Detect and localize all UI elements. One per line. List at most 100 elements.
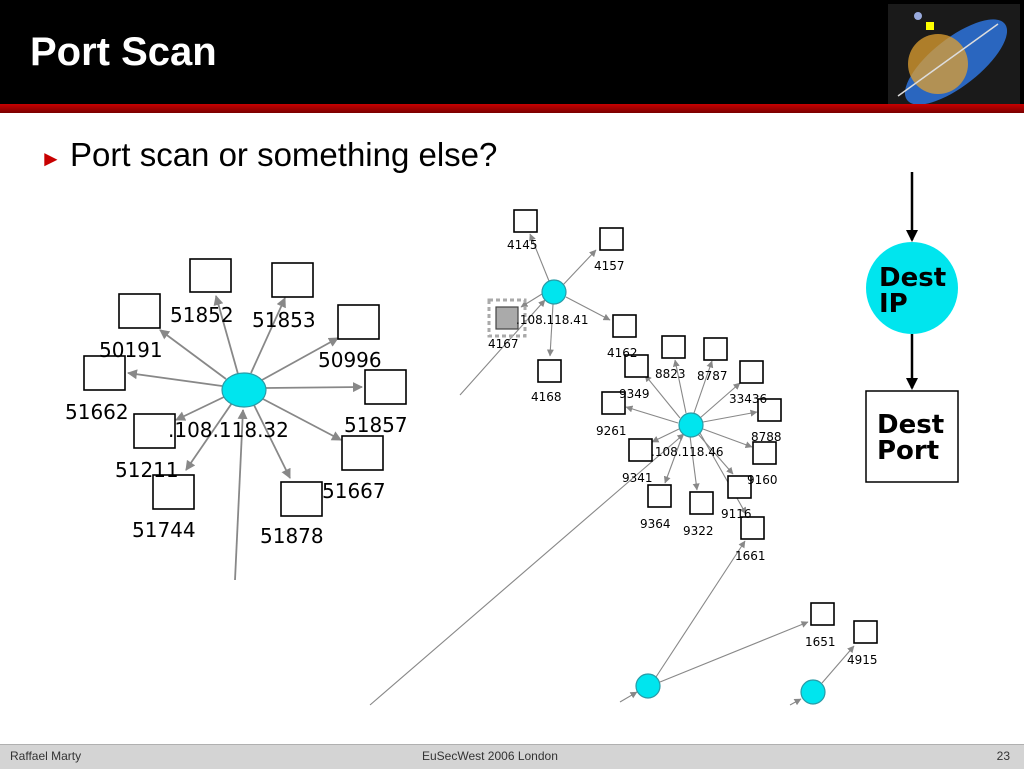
edge — [175, 396, 225, 421]
incoming-edge — [369, 433, 685, 706]
port-label: 9364 — [640, 517, 671, 531]
dest-ip-node — [221, 372, 267, 408]
port-label: 33436 — [729, 392, 767, 406]
port-node — [133, 413, 176, 449]
edge — [520, 293, 543, 308]
incoming-edge — [234, 409, 248, 581]
port-label: 51857 — [344, 413, 408, 437]
port-label: 9116 — [721, 507, 752, 521]
incoming-edge — [459, 299, 546, 396]
edge — [693, 360, 714, 414]
port-node — [727, 475, 752, 499]
edge — [655, 540, 746, 678]
right-graph: 4145 4157 4167 4162 4168 .108.118.41 882… — [369, 209, 878, 706]
left-graph: 51852 51853 50191 50996 51662 51857 5121… — [65, 258, 408, 581]
port-label: 4162 — [607, 346, 638, 360]
edge — [561, 249, 597, 287]
port-label: 51878 — [260, 524, 324, 548]
port-label: 51744 — [132, 518, 196, 542]
port-label: 8788 — [751, 430, 782, 444]
port-label: 4145 — [507, 238, 538, 252]
edge — [702, 409, 758, 423]
port-label: 9349 — [619, 387, 650, 401]
edge — [529, 233, 550, 282]
edge — [702, 428, 753, 449]
port-node — [853, 620, 878, 644]
header-bar — [0, 0, 1024, 104]
page-number: 23 — [996, 749, 1010, 763]
port-node — [739, 360, 764, 384]
edge — [821, 645, 855, 684]
port-node — [752, 441, 777, 465]
port-label: 51662 — [65, 400, 129, 424]
port-label: 9261 — [596, 424, 627, 438]
dest-ip-node — [635, 673, 661, 699]
port-label: 50996 — [318, 348, 382, 372]
edge — [213, 295, 239, 375]
dest-ip-node — [800, 679, 826, 705]
footer-event: EuSecWest 2006 London — [422, 749, 558, 763]
port-node — [341, 435, 384, 471]
port-node — [810, 602, 835, 626]
port-label: 51852 — [170, 303, 234, 327]
legend-dest-port-line2: Port — [877, 436, 939, 466]
edge — [265, 382, 363, 393]
edge — [644, 374, 681, 419]
edge — [672, 359, 687, 414]
edge — [261, 337, 339, 381]
port-node — [757, 398, 782, 422]
legend-dest-port-node — [865, 390, 959, 483]
edge — [659, 621, 809, 683]
port-node — [628, 438, 653, 462]
selection-marker — [487, 298, 527, 338]
port-label: 8823 — [655, 367, 686, 381]
port-label: 4167 — [488, 337, 519, 351]
port-node — [703, 337, 728, 361]
footer-bar: Raffael Marty EuSecWest 2006 London 23 — [0, 744, 1024, 769]
legend-dest-ip-line2: IP — [879, 289, 908, 319]
edge — [253, 404, 291, 479]
ip-label: .108.118.32 — [168, 418, 289, 442]
edge — [159, 329, 227, 380]
port-node — [689, 491, 714, 515]
port-label: 1661 — [735, 549, 766, 563]
port-node — [599, 227, 624, 251]
port-node — [280, 481, 323, 517]
edge — [546, 303, 554, 357]
edge — [565, 296, 611, 321]
port-label: 9160 — [747, 473, 778, 487]
edge — [625, 405, 679, 424]
port-label: 51667 — [322, 479, 386, 503]
legend-dest-ip-node — [866, 242, 958, 334]
graph-canvas: 51852 51853 50191 50996 51662 51857 5121… — [65, 172, 959, 706]
edge — [663, 433, 684, 484]
port-label: 4157 — [594, 259, 625, 273]
incoming-edge — [619, 691, 638, 703]
edge — [262, 398, 342, 441]
dest-ip-node — [541, 279, 567, 305]
satellite-dish-logo — [888, 4, 1020, 104]
edge — [127, 369, 223, 387]
port-label: 4168 — [531, 390, 562, 404]
bullet-arrow-icon: ► — [40, 146, 62, 171]
port-label: 51853 — [252, 308, 316, 332]
port-node — [152, 474, 195, 510]
dest-ip-node — [678, 412, 704, 438]
edge — [699, 382, 741, 419]
ip-label: .108.118.41 — [516, 313, 589, 327]
edge — [250, 297, 286, 374]
port-node — [661, 335, 686, 359]
header-accent-bar — [0, 104, 1024, 113]
slide-title: Port Scan — [30, 30, 217, 74]
port-node — [337, 304, 380, 340]
bullet-text: Port scan or something else? — [70, 136, 498, 173]
port-node — [624, 354, 649, 378]
port-label: 50191 — [99, 338, 163, 362]
incoming-edge — [789, 698, 802, 706]
port-node — [612, 314, 637, 338]
port-node — [118, 293, 161, 329]
port-label: 9322 — [683, 524, 714, 538]
edge — [699, 432, 747, 515]
port-node — [271, 262, 314, 298]
ip-label: .108.118.46 — [651, 445, 724, 459]
